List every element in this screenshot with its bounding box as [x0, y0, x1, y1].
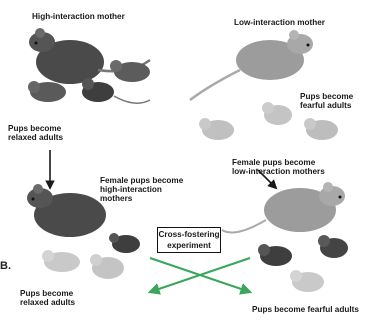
female-low-label-2: low-interaction mothers — [232, 167, 325, 176]
fostered-pups-left — [42, 233, 140, 279]
female-high-label-2: high-interaction — [100, 185, 162, 194]
low-interaction-mother-rat — [190, 30, 313, 100]
cross-fostering-box: Cross-fostering experiment — [157, 227, 221, 253]
cross-fostering-label-2: experiment — [158, 239, 220, 250]
high-interaction-mother-rat-bottom — [27, 184, 106, 237]
cross-fostering-label-1: Cross-fostering — [158, 228, 220, 239]
pups-fearful-top-label-1: Pups become — [300, 92, 353, 101]
pups-relaxed-bottom-label-1: Pups become — [20, 289, 73, 298]
panel-mark: B. — [0, 260, 11, 272]
low-interaction-mother-rat-bottom — [222, 182, 345, 232]
pups-relaxed-top-label-2: relaxed adults — [8, 133, 63, 142]
fostered-pups-right — [258, 235, 348, 292]
pups-relaxed-bottom-label-2: relaxed adults — [20, 298, 75, 307]
female-high-label-3: mothers — [100, 194, 132, 203]
female-low-label-1: Female pups become — [232, 158, 315, 167]
low-interaction-mother-label: Low-interaction mother — [234, 18, 325, 27]
pups-fearful-bottom-label: Pups become fearful adults — [252, 305, 359, 314]
pups-relaxed-top-label-1: Pups become — [8, 124, 61, 133]
high-interaction-mother-label: High-interaction mother — [32, 12, 125, 21]
pups-fearful-top-label-2: fearful adults — [300, 101, 351, 110]
female-high-label-1: Female pups become — [100, 176, 183, 185]
